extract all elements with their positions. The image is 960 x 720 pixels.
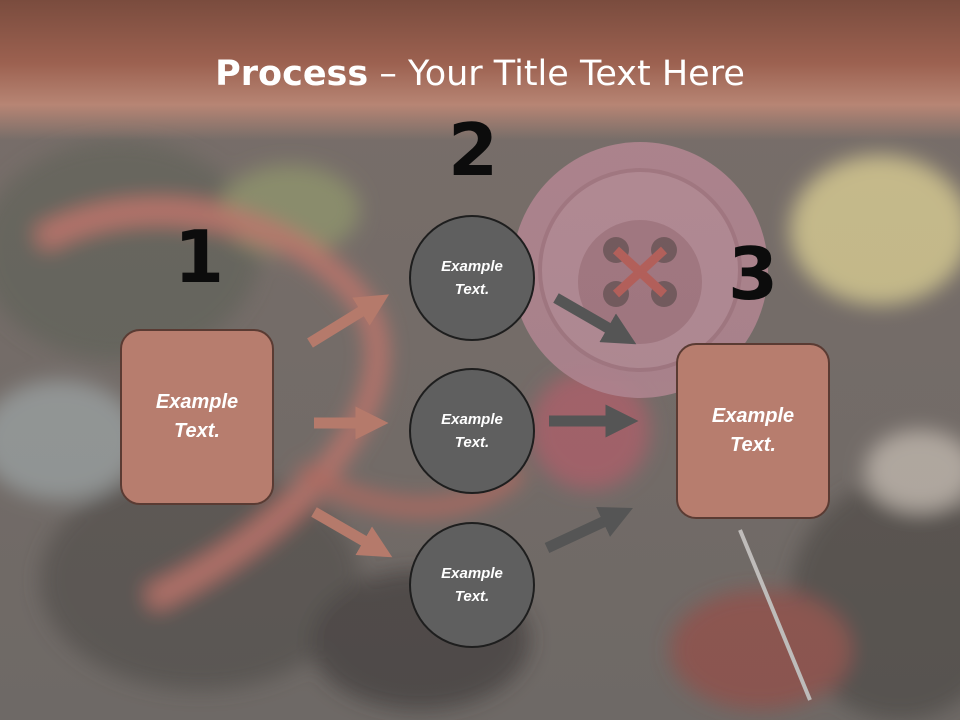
circle-middle-label: Example Text. bbox=[441, 411, 503, 451]
circle-top: Example Text. bbox=[409, 215, 535, 341]
slide-title: Process – Your Title Text Here bbox=[0, 52, 960, 96]
step-3-label: Example Text. bbox=[711, 405, 795, 456]
arrow-bottom-to-3 bbox=[544, 506, 633, 553]
arrow-top-to-3 bbox=[553, 293, 637, 345]
step-number-2: 2 bbox=[447, 108, 499, 192]
circle-top-label: Example Text. bbox=[441, 258, 503, 298]
arrow-1-to-bottom bbox=[311, 507, 393, 558]
step-3-box: Example Text. bbox=[676, 343, 830, 519]
arrow-1-to-top bbox=[307, 294, 390, 348]
circle-middle: Example Text. bbox=[409, 368, 535, 494]
title-band bbox=[0, 0, 960, 140]
step-number-1: 1 bbox=[173, 215, 225, 299]
step-1-label: Example Text. bbox=[155, 391, 239, 442]
circle-bottom: Example Text. bbox=[409, 522, 535, 648]
title-rest: – Your Title Text Here bbox=[368, 54, 745, 94]
step-number-3: 3 bbox=[727, 232, 779, 316]
step-1-box: Example Text. bbox=[120, 329, 274, 505]
circle-bottom-label: Example Text. bbox=[441, 565, 503, 605]
title-bold: Process bbox=[215, 54, 369, 94]
